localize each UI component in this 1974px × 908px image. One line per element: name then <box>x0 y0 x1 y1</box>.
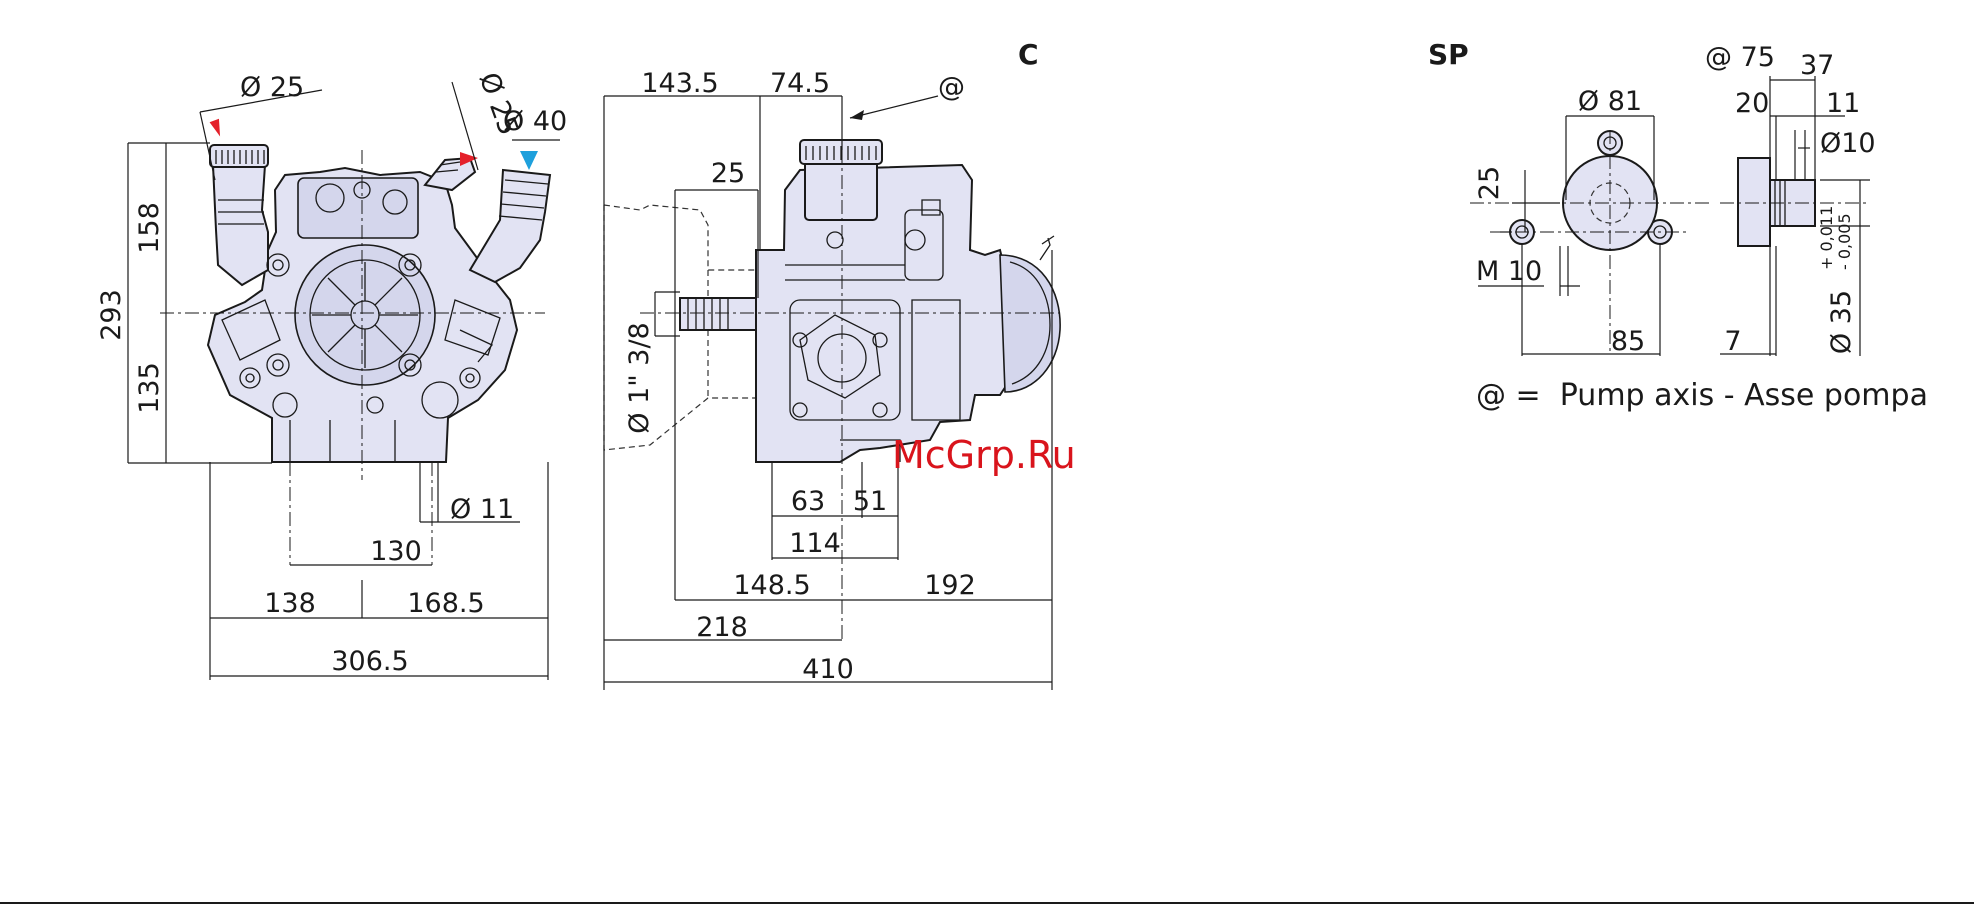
flange-dia81: Ø 81 <box>1578 86 1642 117</box>
side-view: C <box>604 38 1060 690</box>
front-height-bottom: 135 <box>134 362 165 414</box>
flange-view-label: SP <box>1428 38 1469 71</box>
side-top-right: 74.5 <box>770 68 830 99</box>
flange-d85: 85 <box>1611 326 1645 357</box>
front-width-total: 306.5 <box>331 646 408 677</box>
inlet-arrow-red-icon <box>210 119 225 138</box>
front-left-cap <box>210 145 268 167</box>
front-foot-span: 130 <box>370 536 422 567</box>
side-base-b: 51 <box>853 486 887 517</box>
side-shaft <box>680 298 758 330</box>
flange-axis-dist: @ 75 <box>1705 42 1775 73</box>
side-shaft-dia: Ø 1" 3/8 <box>624 322 655 433</box>
legend-pump-axis: @ = Pump axis - Asse pompa <box>1476 378 1928 413</box>
flange-view: SP <box>1428 38 1928 413</box>
side-len-total: 410 <box>802 654 854 685</box>
watermark: McGrp.Ru <box>892 433 1076 477</box>
flange-d11: 11 <box>1826 88 1860 119</box>
side-pump-body <box>756 140 1060 462</box>
front-suction-dia: Ø 40 <box>503 106 567 137</box>
flange-d37: 37 <box>1800 50 1834 81</box>
front-inlet-dia-1: Ø 25 <box>240 72 304 103</box>
flange-tol-minus: - 0,005 <box>1835 213 1854 270</box>
side-len-left: 148.5 <box>733 570 810 601</box>
front-hole-dia: Ø 11 <box>450 494 514 525</box>
flange-shaft-dia: Ø 35 <box>1826 290 1857 354</box>
flange-d20: 20 <box>1735 88 1769 119</box>
flange-d7: 7 <box>1724 326 1741 357</box>
side-len-axis: 218 <box>696 612 748 643</box>
front-height-top: 158 <box>134 202 165 254</box>
front-height-total: 293 <box>96 289 127 341</box>
front-width-left: 138 <box>264 588 316 619</box>
suction-arrow-blue-icon <box>520 151 538 170</box>
side-top-cap <box>805 158 877 220</box>
side-shaft-len: 25 <box>711 158 745 189</box>
front-view: Ø 25 Ø 25 Ø 40 293 158 135 Ø 11 130 138 … <box>96 69 567 680</box>
flange-tol-plus: + 0,011 <box>1817 206 1836 270</box>
front-pump-body <box>208 145 550 462</box>
side-base-total: 114 <box>789 528 841 559</box>
front-width-right: 168.5 <box>407 588 484 619</box>
side-base-a: 63 <box>791 486 825 517</box>
side-view-label: C <box>1018 38 1039 71</box>
side-top-left: 143.5 <box>641 68 718 99</box>
side-axis-marker: @ <box>938 72 965 103</box>
flange-dia10: Ø10 <box>1820 128 1876 159</box>
flange-thread: M 10 <box>1476 256 1542 287</box>
flange-d25: 25 <box>1474 166 1505 200</box>
flange-plate <box>1738 158 1770 246</box>
side-len-right: 192 <box>924 570 976 601</box>
